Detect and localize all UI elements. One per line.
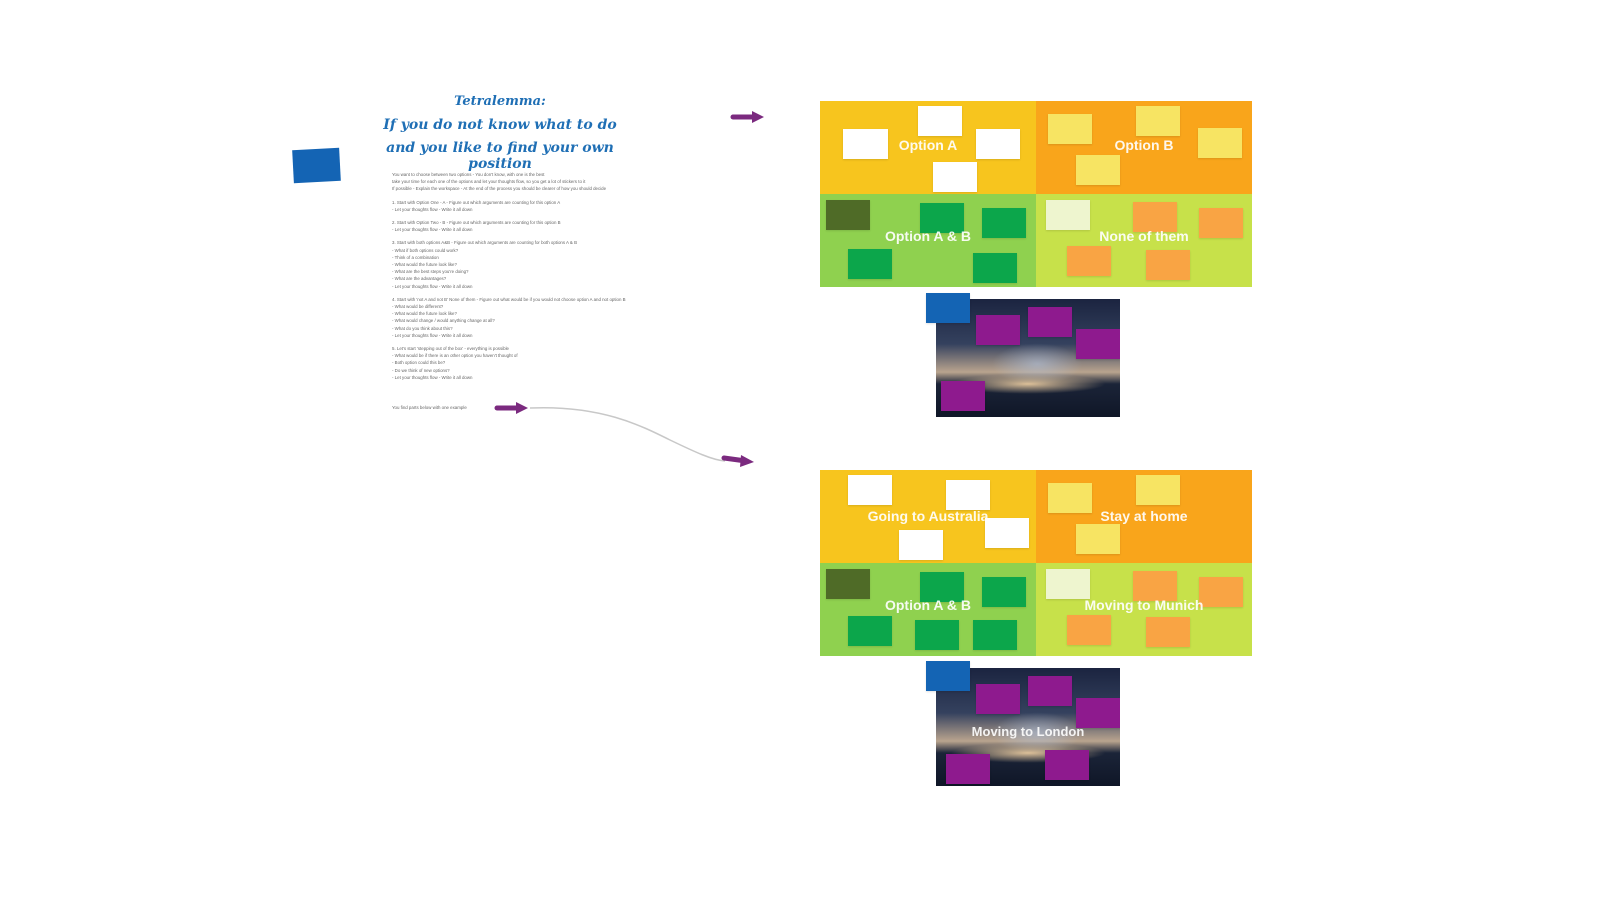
instruction-line: - What do you think about this? (392, 325, 453, 331)
sticky-note[interactable] (848, 249, 892, 279)
sticky-note[interactable] (915, 620, 959, 650)
sticky-note[interactable] (1045, 750, 1089, 780)
sticky-note[interactable] (973, 253, 1017, 283)
sticky-note[interactable] (933, 162, 977, 192)
quadrant-stay-at-home[interactable]: Stay at home (1036, 470, 1252, 563)
sticky-note[interactable] (920, 203, 964, 233)
instruction-line: - What would change / would anything cha… (392, 318, 495, 324)
blue-sticky-note[interactable] (926, 293, 970, 323)
sticky-note[interactable] (946, 754, 990, 784)
sticky-note[interactable] (941, 381, 985, 411)
sticky-note[interactable] (1067, 246, 1111, 276)
quadrant-label: None of them (1099, 228, 1189, 244)
quadrant-label: Stay at home (1100, 508, 1188, 524)
instruction-line: - What are the best steps you're doing? (392, 269, 469, 275)
instruction-line: If possible - Explain the workspace - At… (392, 186, 607, 192)
quadrant-option-a[interactable]: Option A (820, 101, 1036, 194)
instruction-line: - What if both options could work? (392, 247, 459, 253)
instruction-line: - Both option could this be? (392, 360, 446, 366)
sticky-note[interactable] (1028, 307, 1072, 337)
sticky-note[interactable] (1048, 483, 1092, 513)
title-line-2: If you do not know what to do (383, 117, 617, 133)
sticky-note[interactable] (1046, 200, 1090, 230)
instruction-line: 5. Let's start 'stepping out of the box'… (392, 346, 509, 352)
sticky-note[interactable] (976, 129, 1020, 159)
title-line-3: and you like to find your own position (386, 140, 614, 172)
sticky-note[interactable] (976, 315, 1020, 345)
sticky-note[interactable] (899, 530, 943, 560)
instruction-line: - Let your thoughts flow - Write it all … (392, 206, 473, 212)
instruction-line: - What would be if there is an other opt… (392, 353, 518, 359)
quadrant-option-a-and-b[interactable]: Option A & B (820, 563, 1036, 656)
sticky-note[interactable] (918, 106, 962, 136)
sticky-note[interactable] (1199, 577, 1243, 607)
instruction-line: 2. Start with Option Two - B - Figure ou… (392, 220, 561, 226)
instruction-line: - What would be different? (392, 304, 444, 310)
sticky-note[interactable] (1146, 617, 1190, 647)
sticky-note[interactable] (982, 577, 1026, 607)
example-footnote: You find parts below with one example (392, 405, 467, 410)
sticky-note[interactable] (826, 569, 870, 599)
sticky-note[interactable] (982, 208, 1026, 238)
blue-sticky-note[interactable] (926, 661, 970, 691)
quadrant-going-to-australia[interactable]: Going to Australia (820, 470, 1036, 563)
instruction-line: - What would the future look like? (392, 262, 457, 268)
sticky-note[interactable] (848, 475, 892, 505)
instruction-line: 3. Start with both options A&B - Figure … (392, 240, 577, 246)
quadrant-label: Option A & B (884, 228, 972, 244)
sticky-note[interactable] (1076, 329, 1120, 359)
sticky-note[interactable] (826, 200, 870, 230)
sticky-note[interactable] (985, 518, 1029, 548)
sticky-note[interactable] (1028, 676, 1072, 706)
arrow-icon (730, 111, 764, 123)
sticky-note[interactable] (1136, 475, 1180, 505)
sticky-note[interactable] (1067, 615, 1111, 645)
quadrant-moving-to-munich[interactable]: Moving to Munich (1036, 563, 1252, 656)
curved-connector[interactable] (529, 406, 726, 462)
quadrant-option-b[interactable]: Option B (1036, 101, 1252, 194)
instruction-line: You want to choose between two options -… (392, 172, 545, 177)
sticky-note[interactable] (946, 480, 990, 510)
arrow-icon (494, 402, 528, 414)
instruction-line: - What would the future look like? (392, 311, 457, 317)
quadrant-option-a-and-b[interactable]: Option A & B (820, 194, 1036, 287)
sticky-note[interactable] (920, 572, 964, 602)
title-line-1: Tetralemma: (454, 94, 546, 109)
photo-label: Moving to London (971, 724, 1085, 739)
sticky-note[interactable] (1146, 250, 1190, 280)
instruction-line: take your time for each one of the optio… (392, 179, 586, 185)
instruction-line: 4. Start with 'not A and not B' None of … (392, 296, 626, 302)
instruction-line: - Think of a combination (392, 254, 439, 260)
quadrant-label: Option A & B (884, 597, 972, 613)
instruction-line: 1. Start with Option One - A - Figure ou… (392, 199, 561, 205)
instruction-line: - What are the advantages? (392, 276, 447, 282)
arrow-icon (721, 455, 754, 467)
instruction-line: - Let your thoughts flow - Write it all … (392, 332, 473, 338)
instruction-line: - Let your thoughts flow - Write it all … (392, 374, 473, 380)
sticky-note[interactable] (976, 684, 1020, 714)
sticky-note[interactable] (1048, 114, 1092, 144)
sticky-note[interactable] (1198, 128, 1242, 158)
sticky-note[interactable] (1076, 155, 1120, 185)
sticky-note[interactable] (1076, 698, 1120, 728)
instruction-line: - Let your thoughts flow - Write it all … (392, 283, 473, 289)
sticky-note[interactable] (848, 616, 892, 646)
sticky-note[interactable] (1136, 106, 1180, 136)
sticky-note[interactable] (973, 620, 1017, 650)
sticky-note[interactable] (1046, 569, 1090, 599)
instructions-text: You want to choose between two options -… (392, 171, 712, 381)
quadrant-label: Going to Australia (867, 508, 989, 524)
quadrant-label: Option B (1114, 137, 1174, 153)
sticky-note[interactable] (843, 129, 888, 159)
sticky-note[interactable] (1199, 208, 1243, 238)
sticky-note[interactable] (1076, 524, 1120, 554)
quadrant-none-of-them[interactable]: None of them (1036, 194, 1252, 287)
quadrant-label: Moving to Munich (1084, 597, 1204, 613)
instruction-line: - Do we think of new options? (392, 367, 450, 373)
sticky-note[interactable] (1133, 202, 1177, 232)
quadrant-label: Option A (898, 137, 958, 153)
sticky-note[interactable] (1133, 571, 1177, 601)
instruction-line: - Let your thoughts flow - Write it all … (392, 227, 473, 233)
